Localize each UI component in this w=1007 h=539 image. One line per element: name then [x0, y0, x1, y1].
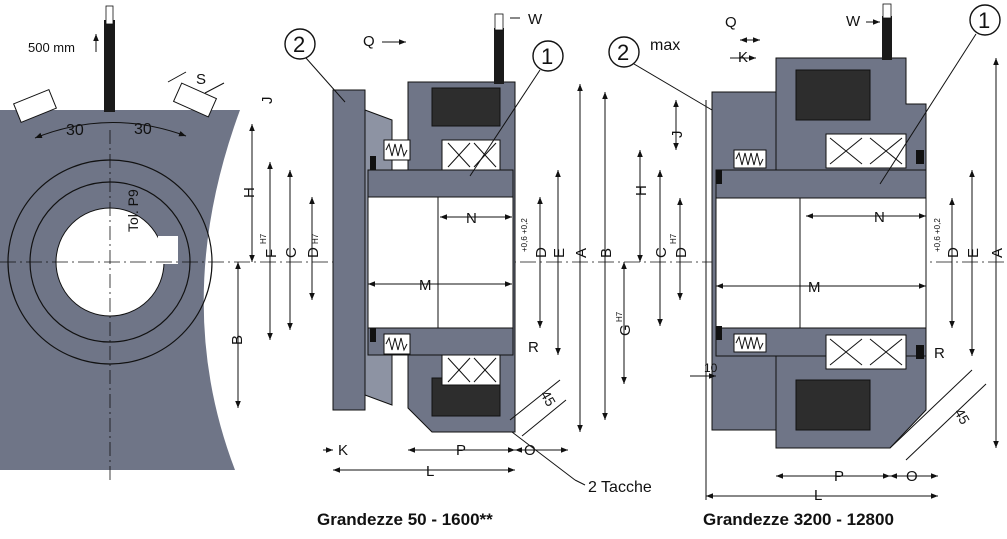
- dim-q-middle: Q: [363, 33, 375, 50]
- dim-n-right: N: [874, 209, 885, 226]
- item-1-label-middle: 1: [541, 44, 553, 69]
- dim-q-right: Q: [725, 14, 737, 31]
- dim-w-right: W: [846, 13, 861, 30]
- dim-r-right: R: [934, 345, 945, 362]
- lead-wire: [104, 20, 115, 112]
- dim-tol-middle: +0,6 +0,2: [520, 218, 529, 252]
- dim-r-middle: R: [528, 339, 539, 356]
- notch-right: [172, 82, 218, 118]
- bearing-bottom-large: [825, 334, 907, 370]
- dim-a-right: A: [989, 248, 1006, 258]
- left-end-view: 500 mm 30 30 S Tol. P9: [0, 5, 1007, 480]
- dim-c-right: C: [653, 247, 670, 258]
- coil-top: [431, 87, 501, 127]
- dim-45-middle: 45: [537, 388, 559, 410]
- dim-45-right: 45: [951, 406, 973, 428]
- dim-e-right: E: [965, 248, 982, 258]
- dim-d-right-middle: D: [533, 247, 550, 258]
- middle-section-view: 2 1 Q W J H B F H7 C D H7 N M D +0,6 +0,…: [229, 11, 652, 496]
- angle-left-label: 30: [66, 122, 84, 139]
- item-2-label-middle: 2: [293, 32, 305, 57]
- dim-o-right: O: [906, 468, 918, 485]
- dim-d-middle: D: [305, 247, 322, 258]
- dim-m-right: M: [808, 279, 821, 296]
- dim-o-middle: O: [524, 442, 536, 459]
- dim-d-tol-right: H7: [669, 233, 678, 244]
- dim-e-middle: E: [551, 248, 568, 258]
- item-2-callout-right: [608, 36, 640, 68]
- dim-b-middle: B: [229, 335, 246, 345]
- dim-n-middle: N: [466, 210, 477, 227]
- dim-f-tol-middle: H7: [259, 233, 268, 244]
- coil-bottom-large: [795, 379, 871, 431]
- dim-h-middle: H: [241, 187, 258, 198]
- dim-l-right: L: [814, 487, 822, 504]
- caption-right: Grandezze 3200 - 12800: [703, 510, 894, 529]
- item-2-callout-middle: [284, 28, 316, 60]
- dim-j-middle: J: [259, 97, 276, 105]
- item-1-callout-middle: [532, 40, 564, 72]
- dim-k-right: K: [738, 49, 748, 66]
- bearing-top-large: [825, 133, 907, 169]
- keyway: [158, 236, 178, 264]
- dim-10-right: 10: [704, 361, 718, 375]
- item-1-label-right: 1: [978, 8, 990, 33]
- dim-p-right: P: [834, 468, 844, 485]
- dim-g-right: G: [617, 324, 634, 336]
- dim-d2-right: D: [945, 247, 962, 258]
- notch-left: [12, 88, 58, 124]
- dim-b-right: B: [598, 248, 615, 258]
- dim-g-tol-right: H7: [615, 311, 624, 322]
- wire-length-label: 500 mm: [28, 40, 75, 55]
- dim-tol-right: +0,6 +0,2: [933, 218, 942, 252]
- dim-p-middle: P: [456, 442, 466, 459]
- tolerance-label: Tol. P9: [125, 189, 141, 232]
- dim-j-right: J: [669, 131, 686, 139]
- dim-d-tol-middle: H7: [311, 233, 320, 244]
- angle-right-label: 30: [134, 121, 152, 138]
- dim-l-middle: L: [426, 463, 434, 480]
- dim-k-middle: K: [338, 442, 348, 459]
- dim-m-middle: M: [419, 277, 432, 294]
- max-label: max: [650, 37, 680, 54]
- bearing-bottom: [441, 354, 501, 386]
- dim-f-middle: F: [263, 249, 280, 258]
- right-section-view: 2 1 max Q K W J B H G H7 C D H7 N M D +0…: [598, 3, 1006, 504]
- dim-h-right: H: [633, 185, 650, 196]
- coil-top-large: [795, 69, 871, 121]
- dim-d-right: D: [673, 247, 690, 258]
- dim-c-middle: C: [283, 247, 300, 258]
- dim-w-middle: W: [528, 11, 543, 28]
- notches-label: 2 Tacche: [588, 479, 652, 496]
- item-2-label-right: 2: [617, 40, 629, 65]
- item-1-callout-right: [969, 4, 1001, 36]
- key-width-label: S: [196, 71, 206, 88]
- dim-a-middle: A: [573, 248, 590, 258]
- caption-middle: Grandezze 50 - 1600**: [317, 510, 493, 529]
- armature: [332, 89, 366, 411]
- wire-tip: [105, 5, 114, 25]
